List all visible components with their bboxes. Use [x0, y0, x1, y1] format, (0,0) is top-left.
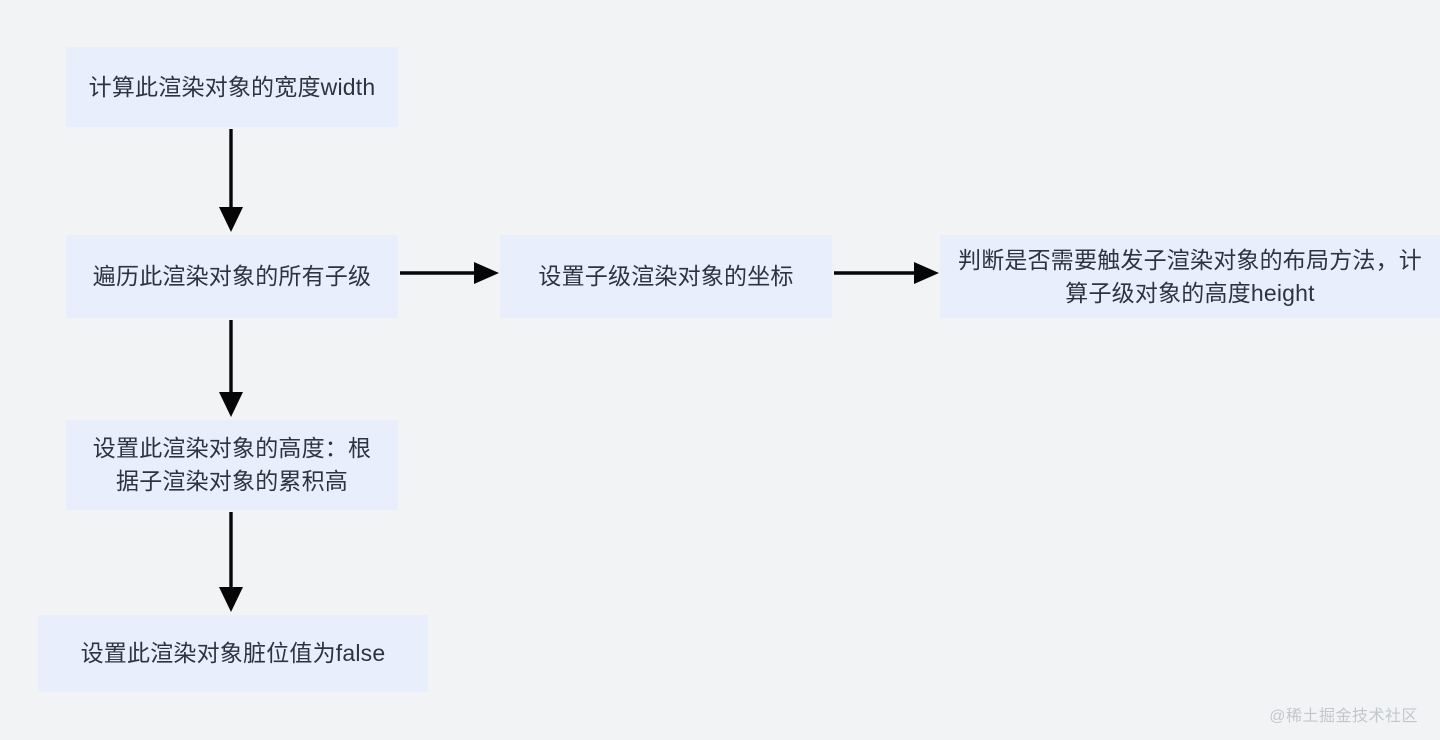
flow-node-set-height[interactable]: 设置此渲染对象的高度：根 据子渲染对象的累积高 — [66, 420, 398, 510]
flow-node-iterate-children[interactable]: 遍历此渲染对象的所有子级 — [66, 235, 398, 318]
arrow-down-height-to-dirty — [219, 512, 243, 612]
flow-node-trigger-child-layout[interactable]: 判断是否需要触发子渲染对象的布局方法，计 算子级对象的高度height — [940, 235, 1440, 318]
flow-node-set-dirty-false[interactable]: 设置此渲染对象脏位值为false — [38, 615, 428, 692]
arrow-down-children-to-height — [219, 320, 243, 417]
flow-node-set-child-coordinates[interactable]: 设置子级渲染对象的坐标 — [500, 235, 832, 318]
arrow-down-width-to-children — [219, 129, 243, 232]
arrow-right-children-to-coords — [400, 262, 499, 284]
watermark-label: @稀土掘金技术社区 — [1269, 708, 1418, 725]
flow-node-calculate-width[interactable]: 计算此渲染对象的宽度width — [66, 47, 398, 127]
arrow-right-coords-to-childlayout — [834, 262, 939, 284]
